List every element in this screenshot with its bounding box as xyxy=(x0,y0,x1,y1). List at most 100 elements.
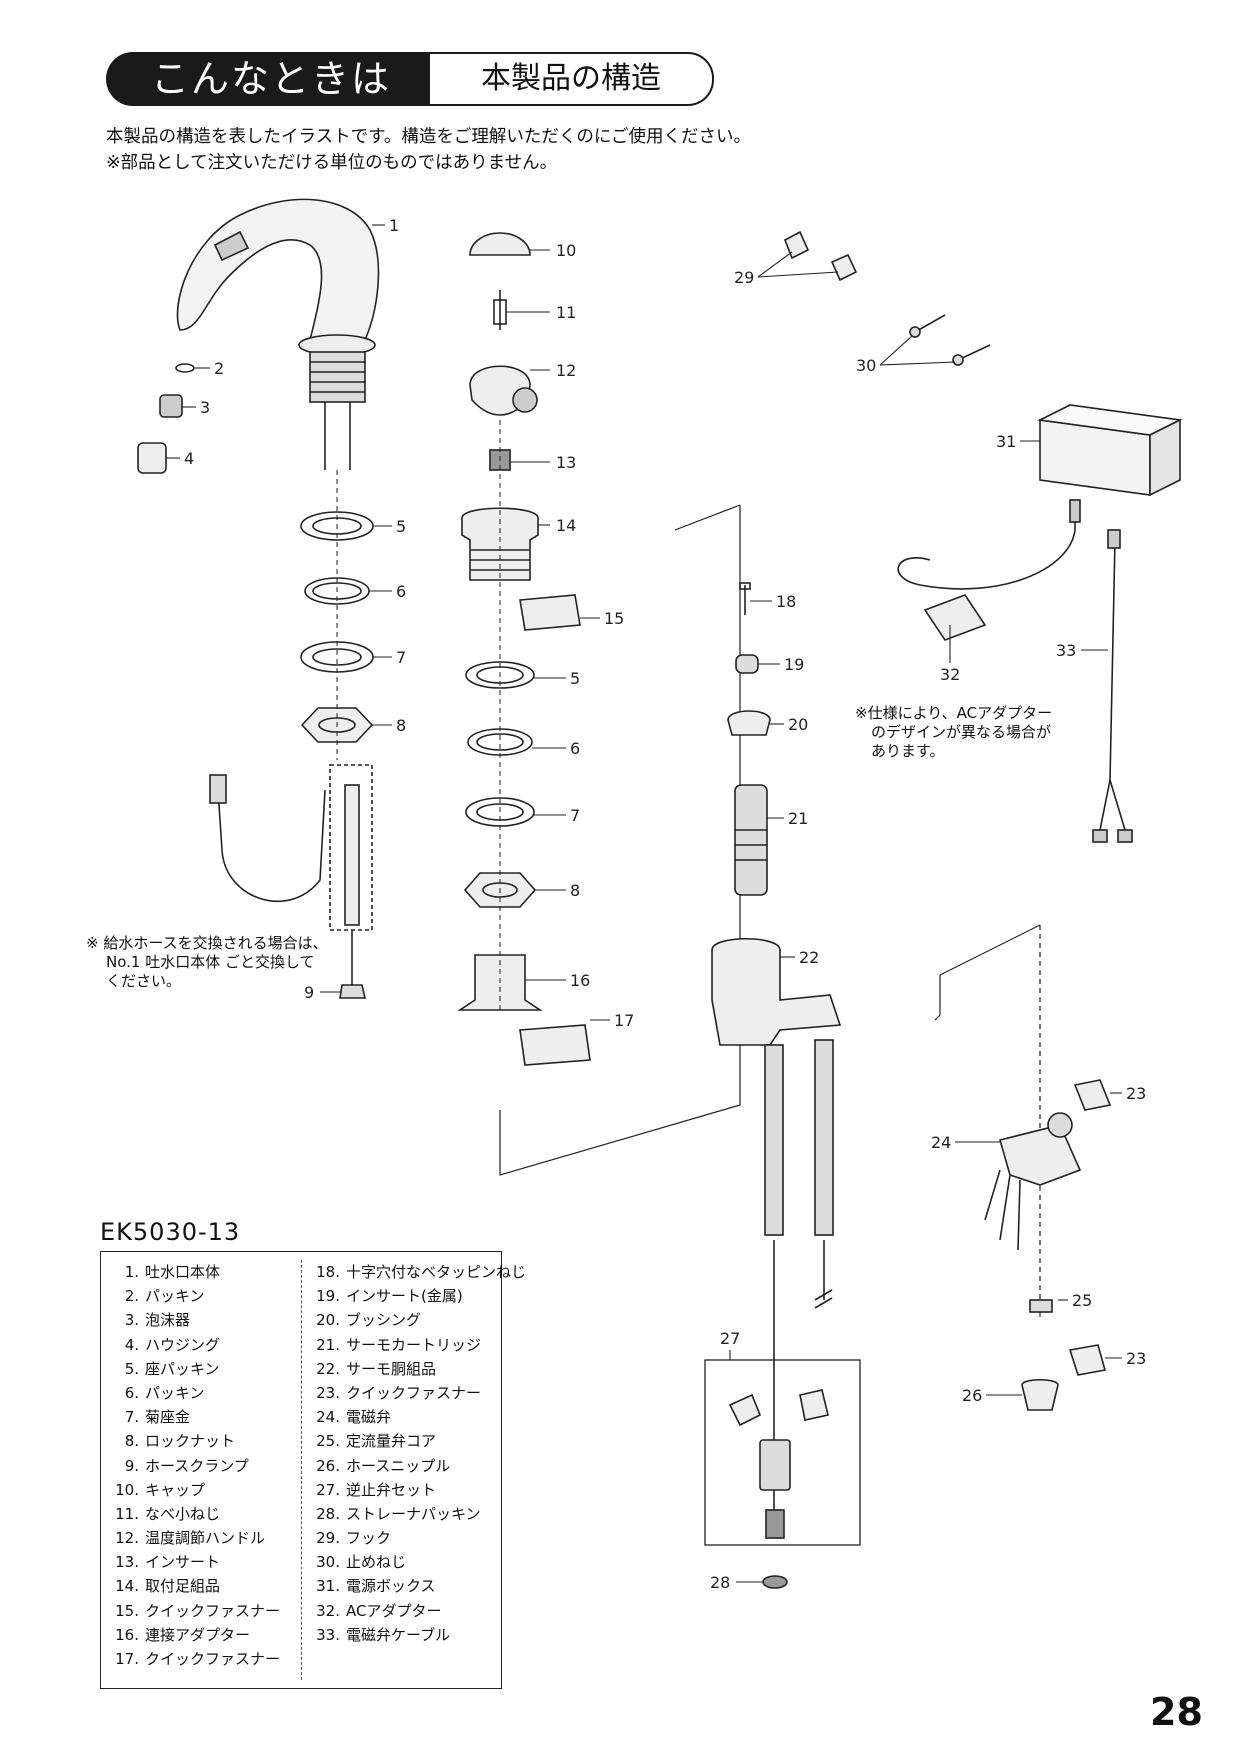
parts-list-row: 32.ACアダプター xyxy=(302,1599,502,1623)
intro-line-1: 本製品の構造を表したイラストです。構造をご理解いただくのにご使用ください。 xyxy=(106,127,752,147)
callout-31: 31 xyxy=(996,432,1016,451)
part-name: 電磁弁ケーブル xyxy=(346,1625,451,1644)
part-number: 31. xyxy=(316,1577,340,1596)
model-number: EK5030-13 xyxy=(100,1218,241,1246)
part-number: 10. xyxy=(115,1480,139,1499)
cap xyxy=(469,232,531,256)
callout-9: 9 xyxy=(304,983,314,1002)
callout-15: 15 xyxy=(604,609,624,628)
parts-list-row: 29. フック xyxy=(302,1526,502,1550)
part-name: 電磁弁 xyxy=(346,1408,392,1427)
callout-28: 28 xyxy=(710,1573,730,1592)
part-name: ブッシング xyxy=(346,1311,422,1330)
part-name: ホースクランプ xyxy=(145,1456,249,1475)
part-name: サーモ胴組品 xyxy=(346,1359,437,1378)
check-valve xyxy=(759,1439,791,1491)
parts-list-row: 28.ストレーナパッキン xyxy=(302,1502,502,1526)
parts-list-row: 19.インサート(金属) xyxy=(302,1284,502,1308)
callout-29: 29 xyxy=(734,268,754,287)
part-number: 20. xyxy=(316,1311,340,1330)
part-number: 3. xyxy=(124,1311,139,1330)
callout-19: 19 xyxy=(784,655,804,674)
part-name: ハウジング xyxy=(145,1335,221,1354)
part-number: 2. xyxy=(124,1287,139,1306)
part-number: 17. xyxy=(115,1650,139,1668)
part-name: インサート xyxy=(145,1553,221,1572)
hose-clamp xyxy=(339,984,367,999)
callout-7: 7 xyxy=(396,648,406,667)
part-name: ロックナット xyxy=(145,1432,236,1451)
part-name: フック xyxy=(346,1529,392,1548)
part-number: 30. xyxy=(316,1553,340,1572)
hose-note-line-1: ※ 給水ホースを交換される場合は、 xyxy=(86,934,328,952)
callout-25: 25 xyxy=(1072,1291,1092,1310)
part-number: 13. xyxy=(115,1553,139,1572)
parts-list-row: 15.クイックファスナー xyxy=(101,1599,301,1623)
callout-27: 27 xyxy=(720,1329,740,1348)
parts-list-row: 6. パッキン xyxy=(101,1381,301,1405)
part-number: 23. xyxy=(316,1383,340,1402)
parts-list-row: 22.サーモ胴組品 xyxy=(302,1357,502,1381)
part-name: ホースニップル xyxy=(346,1456,451,1475)
parts-list-row: 1.吐水口本体 xyxy=(101,1260,301,1284)
parts-list-row: 26. ホースニップル xyxy=(302,1454,502,1478)
callout-23b: 23 xyxy=(1126,1349,1146,1368)
part-number: 27. xyxy=(316,1480,340,1499)
header-subtitle: 本製品の構造 xyxy=(430,52,714,106)
parts-list-row: 10. キャップ xyxy=(101,1478,301,1502)
callout-3: 3 xyxy=(200,398,210,417)
parts-list-row: 20. ブッシング xyxy=(302,1308,502,1332)
part-name: 取付足組品 xyxy=(145,1577,221,1596)
part-name: インサート(金属) xyxy=(346,1287,463,1306)
adapter-note-line-2: のデザインが異なる場合が xyxy=(871,723,1052,741)
parts-list-row: 27. 逆止弁セット xyxy=(302,1478,502,1502)
parts-list-row: 24.電磁弁 xyxy=(302,1405,502,1429)
part-number: 8. xyxy=(124,1432,139,1451)
callout-26: 26 xyxy=(962,1386,982,1405)
callout-23: 23 xyxy=(1126,1084,1146,1103)
parts-list-row: 8. ロックナット xyxy=(101,1429,301,1453)
part-name: 泡沫器 xyxy=(145,1311,191,1330)
part-number: 18. xyxy=(316,1263,340,1281)
part-number: 29. xyxy=(316,1529,340,1548)
mounting-base xyxy=(461,507,539,581)
part-number: 4. xyxy=(124,1335,139,1354)
part-number: 9. xyxy=(124,1456,139,1475)
callout-22: 22 xyxy=(799,948,819,967)
part-name: 温度調節ハンドル xyxy=(145,1529,266,1548)
part-number: 5. xyxy=(124,1359,139,1378)
callout-5b: 5 xyxy=(570,669,580,688)
callout-18: 18 xyxy=(776,592,796,611)
adapter-note: ※仕様により、ACアダプター のデザインが異なる場合が あります。 xyxy=(855,704,1052,761)
callout-12: 12 xyxy=(556,361,576,380)
part-name: ACアダプター xyxy=(346,1601,442,1620)
part-name: 電源ボックス xyxy=(346,1577,436,1596)
part-number: 21. xyxy=(316,1335,340,1354)
parts-list-row: 5.座パッキン xyxy=(101,1357,301,1381)
callout-32: 32 xyxy=(940,665,960,684)
part-name: 連接アダプター xyxy=(145,1625,251,1644)
hose-note-line-3: ください。 xyxy=(106,972,182,990)
part-name: 止めねじ xyxy=(346,1553,407,1572)
part-number: 14. xyxy=(115,1577,139,1596)
part-number: 16. xyxy=(115,1625,139,1644)
part-name: パッキン xyxy=(145,1383,205,1402)
callout-30: 30 xyxy=(856,356,876,375)
part-name: 逆止弁セット xyxy=(346,1480,437,1499)
part-name: キャップ xyxy=(145,1480,206,1499)
part-number: 6. xyxy=(124,1383,139,1402)
parts-list-row: 12.温度調節ハンドル xyxy=(101,1526,301,1550)
parts-list-row: 4. ハウジング xyxy=(101,1333,301,1357)
ac-adapter xyxy=(923,594,987,641)
hose-nipple xyxy=(1021,1378,1059,1411)
part-number: 1. xyxy=(124,1263,139,1281)
adapter-note-line-1: ※仕様により、ACアダプター xyxy=(855,704,1053,722)
part-name: 十字穴付なベタッピンねじ xyxy=(346,1263,527,1281)
parts-list-row: 7.菊座金 xyxy=(101,1405,301,1429)
parts-list-row: 21.サーモカートリッジ xyxy=(302,1333,502,1357)
part-number: 26. xyxy=(316,1456,340,1475)
intro-line-2: ※部品として注文いただける単位のものではありません。 xyxy=(106,153,558,173)
part-name: ストレーナパッキン xyxy=(346,1504,481,1523)
